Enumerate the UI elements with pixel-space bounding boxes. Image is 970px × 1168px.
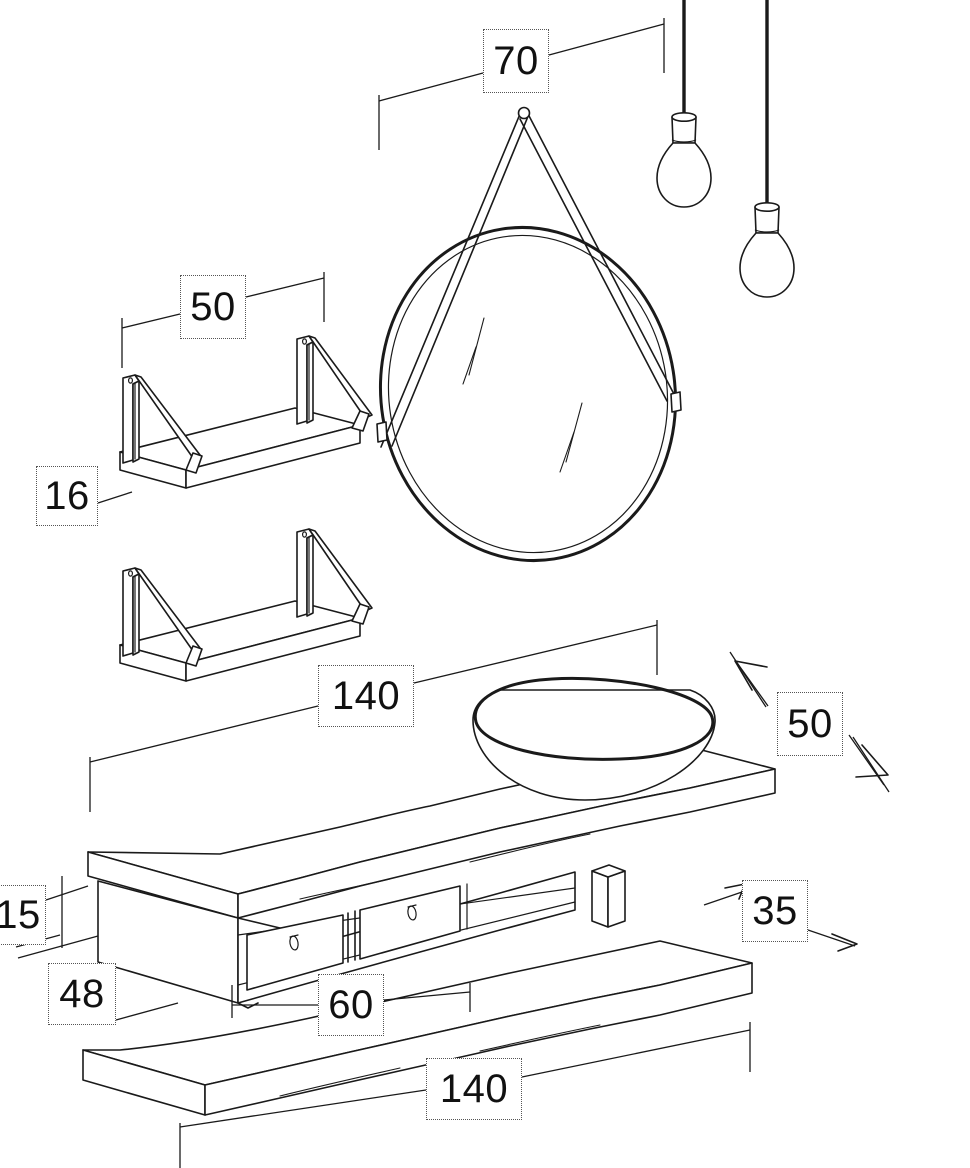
pendant-light-left	[656, 0, 712, 208]
vessel-sink	[472, 676, 716, 801]
wall-shelf-lower	[119, 528, 373, 682]
dimension-label-shelf-depth: 16	[36, 466, 98, 526]
dimension-line-mirror-diameter	[378, 18, 665, 150]
wall-shelf-upper	[119, 335, 373, 489]
support-post	[591, 864, 626, 928]
dimension-line-cabinet-height	[17, 935, 179, 1021]
vanity-cabinet	[97, 871, 576, 1009]
dimension-line-shelf-width	[121, 272, 325, 368]
dimension-label-vanity-top-depth: 50	[777, 692, 843, 756]
dimension-line-lower-shelf-width	[179, 1022, 751, 1168]
dimension-label-mirror-diameter: 70	[483, 29, 549, 93]
pendant-light-right	[739, 0, 795, 298]
dimension-line-vanity-top-width	[89, 620, 658, 812]
dimension-label-drawer-block-width: 60	[318, 974, 384, 1036]
dimension-line-drawer-block-width	[231, 983, 471, 1018]
dimension-label-shelf-width: 50	[180, 275, 246, 339]
dimension-label-countertop-height: 15	[0, 885, 46, 945]
dimension-label-lower-shelf-depth: 35	[742, 880, 808, 942]
dimension-label-vanity-top-width: 140	[318, 665, 414, 727]
drawer-right[interactable]	[359, 885, 461, 960]
round-strap-mirror	[376, 106, 682, 563]
drawer-left[interactable]	[246, 914, 344, 991]
dimension-line-shelf-depth	[97, 491, 133, 504]
dimension-line-vanity-top-depth	[729, 651, 890, 793]
dimension-label-cabinet-height: 48	[48, 963, 116, 1025]
floating-shelf-bottom	[82, 940, 753, 1116]
dimension-label-lower-shelf-width: 140	[426, 1058, 522, 1120]
